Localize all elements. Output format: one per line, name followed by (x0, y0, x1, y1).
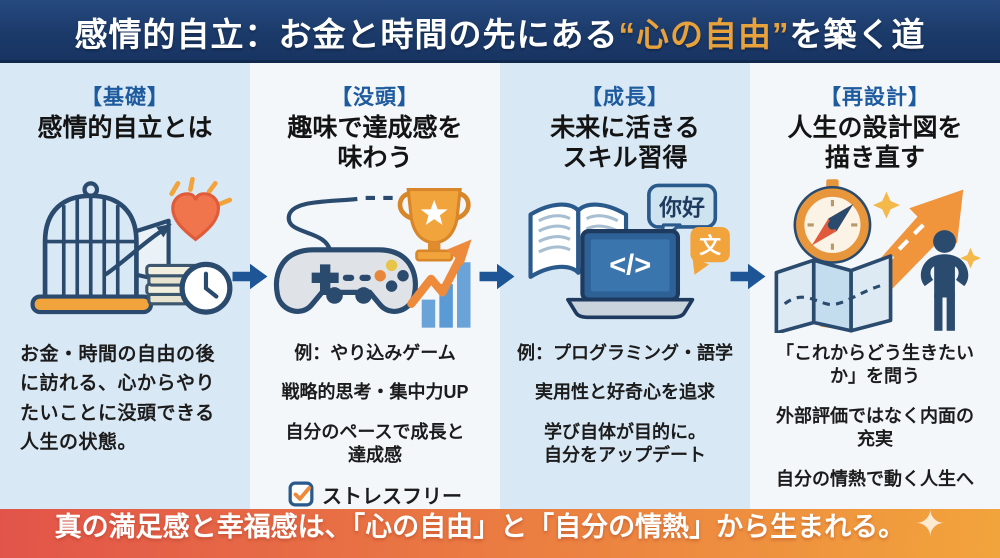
step-body: 「これからどう生きたい か」を問う 外部評価ではなく内面の 充実 自分の情熱で動… (750, 334, 1000, 499)
column-foundation: 【基礎】 感情的自立とは (0, 63, 250, 509)
sparkle-icon: ✦ (915, 503, 946, 544)
hello-bubble-text: 你好 (658, 195, 705, 221)
step-point: 自分のペースで成長と 達成感 (285, 421, 465, 466)
check-label: ストレスフリー (322, 485, 462, 508)
step-point: 自分の情熱で動く人生へ (776, 468, 974, 489)
arrow-right-icon (730, 263, 766, 290)
code-text: </> (609, 250, 651, 282)
learning-skills-icon: 你好 文 </> (500, 176, 750, 334)
step-tag: 【基礎】 (81, 86, 169, 109)
column-growth: 【成長】 未来に活きる スキル習得 你好 文 </> (500, 63, 750, 509)
step-point: 学び自体が目的に。 自分をアップデート (544, 421, 706, 466)
language-bubble-text: 文 (699, 233, 721, 258)
step-point: 外部評価ではなく内面の 充実 (776, 405, 974, 450)
title-suffix: を築く道 (789, 15, 926, 53)
title-highlight: “心の自由” (618, 15, 790, 53)
step-title: 感情的自立とは (37, 114, 213, 142)
step-title: 人生の設計図を 描き直す (787, 114, 963, 172)
birdcage-freedom-icon (0, 176, 250, 334)
step-tag: 【再設計】 (820, 86, 930, 109)
check-item: ストレスフリー (288, 480, 462, 509)
step-title: 趣味で達成感を 味わう (287, 114, 463, 172)
gaming-achievement-icon (250, 176, 500, 334)
step-point: 「これからどう生きたい か」を問う (776, 343, 974, 387)
step-point: 戦略的思考・集中力UP (281, 382, 469, 403)
column-redesign: 【再設計】 人生の設計図を 描き直す (750, 63, 1000, 509)
compass-map-icon (750, 176, 1000, 334)
step-description: お金・時間の自由の後に訪れる、心からやりたいことに没頭できる人生の状態。 (20, 344, 216, 454)
step-body: お金・時間の自由の後に訪れる、心からやりたいことに没頭できる人生の状態。 (0, 334, 250, 458)
footer-message: 真の満足感と幸福感は、「心の自由」と「自分の情熱」から生まれる。 (54, 511, 906, 542)
step-body: 例：やり込みゲーム 戦略的思考・集中力UP 自分のペースで成長と 達成感 ストレ… (250, 334, 500, 509)
page-title: 感情的自立：お金と時間の先にある“心の自由”を築く道 (75, 8, 926, 56)
step-tag: 【没頭】 (331, 86, 419, 109)
step-point: 例：やり込みゲーム (294, 343, 456, 363)
header-banner: 感情的自立：お金と時間の先にある“心の自由”を築く道 (0, 0, 1000, 63)
step-body: 例：プログラミング・語学 実用性と好奇心を追求 学び自体が目的に。 自分をアップ… (500, 334, 750, 476)
step-point: 例：プログラミング・語学 (517, 343, 733, 363)
steps-area: 【基礎】 感情的自立とは (0, 63, 1000, 509)
title-prefix: 感情的自立：お金と時間の先にある (74, 15, 619, 53)
column-immersion: 【没頭】 趣味で達成感を 味わう (250, 63, 500, 509)
step-tag: 【成長】 (581, 86, 669, 109)
step-title: 未来に活きる スキル習得 (550, 114, 700, 172)
arrow-right-icon (232, 263, 268, 290)
step-point: 実用性と好奇心を追求 (535, 382, 715, 403)
checkbox-icon (288, 481, 314, 507)
arrow-right-icon (479, 263, 515, 290)
